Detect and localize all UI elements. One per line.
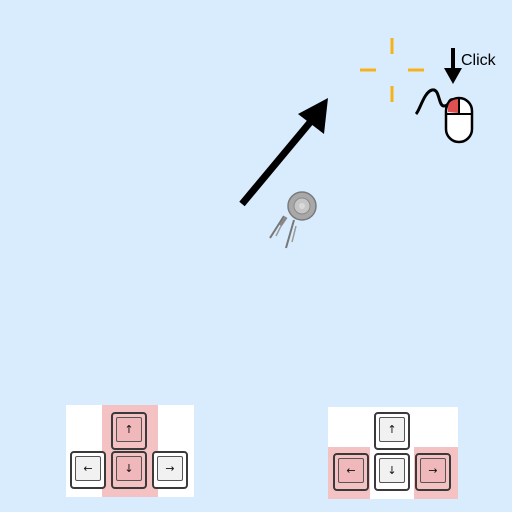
arrow-keys-rotate-hint: ↑ ← ↓ → [328, 407, 458, 499]
key-up: ↑ [374, 412, 410, 450]
player-ship[interactable] [262, 186, 322, 252]
key-down: ↓ [374, 453, 410, 491]
right-arrow-icon: → [157, 456, 183, 481]
up-arrow-icon: ↑ [116, 417, 142, 442]
left-arrow-icon: ← [338, 458, 364, 483]
crosshair-target-icon [360, 38, 424, 102]
key-right: → [415, 453, 451, 491]
ship-icon [269, 191, 317, 249]
key-left: ← [333, 453, 369, 491]
key-left: ← [70, 451, 106, 489]
arrow-keys-thrust-hint: ↑ ← ↓ → [66, 405, 194, 497]
down-arrow-icon: ↓ [116, 456, 142, 481]
down-arrow-icon: ↓ [379, 458, 405, 483]
key-down: ↓ [111, 451, 147, 489]
right-arrow-icon: → [420, 458, 446, 483]
click-label: Click [461, 52, 496, 69]
direction-arrow-icon [239, 98, 328, 207]
key-right: → [152, 451, 188, 489]
mouse-click-hint-icon [414, 48, 474, 144]
up-arrow-icon: ↑ [379, 417, 405, 442]
left-arrow-icon: ← [75, 456, 101, 481]
key-up: ↑ [111, 412, 147, 450]
